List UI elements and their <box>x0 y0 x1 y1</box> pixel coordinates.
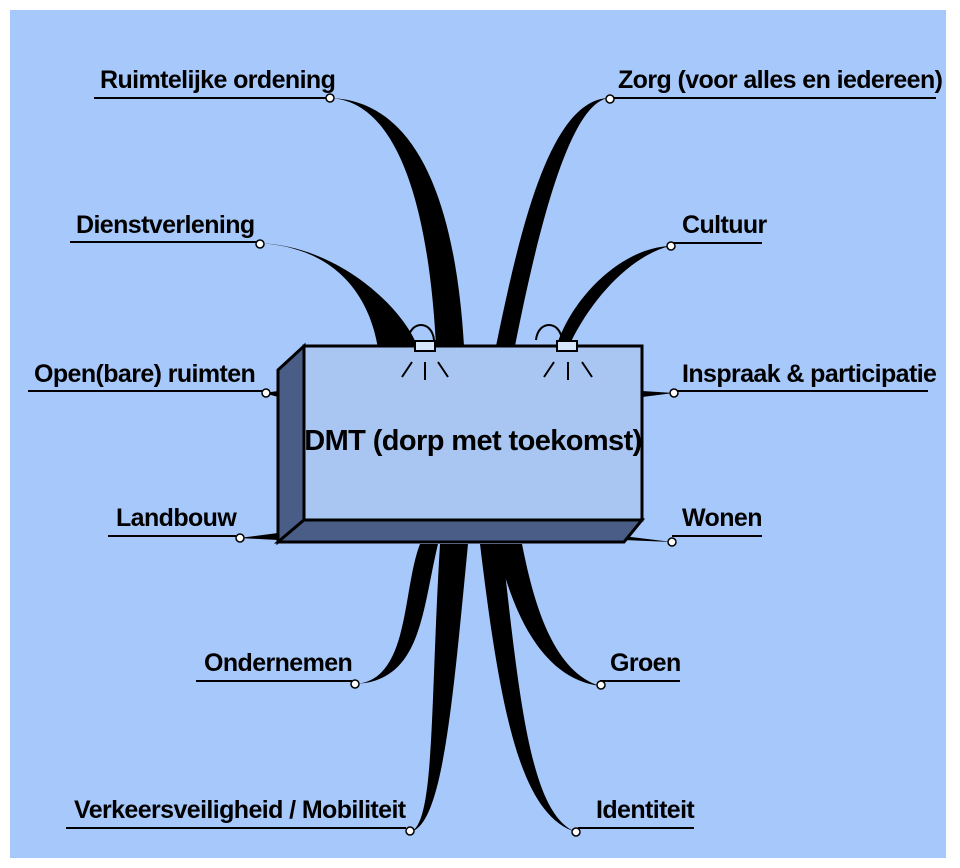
node-handle <box>596 680 606 690</box>
node-handle <box>669 388 679 398</box>
mind-map-diagram: DMT (dorp met toekomst) Ruimtelijke orde… <box>28 66 943 837</box>
node-handle <box>255 239 265 249</box>
branch-ruimtelijke-ordening[interactable]: Ruimtelijke ordening <box>94 66 336 103</box>
branch-ribbon-ondernemen <box>354 544 438 684</box>
branch-label-wonen: Wonen <box>682 504 762 532</box>
mind-map-canvas: DMT (dorp met toekomst) Ruimtelijke orde… <box>10 10 946 858</box>
central-node-label: DMT (dorp met toekomst) <box>304 425 641 457</box>
lamp-icon <box>535 324 593 380</box>
branch-label-dienstverlening: Dienstverlening <box>76 211 255 239</box>
node-handle <box>261 388 271 398</box>
node-handle <box>325 93 335 103</box>
box-front-face <box>302 344 644 522</box>
branch-groen[interactable]: Groen <box>596 649 681 690</box>
branch-ribbon-dienstverlening <box>259 243 418 348</box>
branch-ribbon-zorg <box>496 98 610 346</box>
branch-landbouw[interactable]: Landbouw <box>108 504 245 543</box>
branch-label-zorg: Zorg (voor alles en iedereen) <box>618 66 943 94</box>
node-handle <box>405 826 415 836</box>
branch-label-ondernemen: Ondernemen <box>204 649 352 677</box>
branch-connectors <box>239 98 674 832</box>
branch-ribbon-wonen <box>622 536 672 542</box>
branch-ondernemen[interactable]: Ondernemen <box>196 649 360 689</box>
branch-ribbon-verkeersveiligheid <box>410 544 468 832</box>
branch-inspraak[interactable]: Inspraak & participatie <box>669 360 938 398</box>
branch-label-ruimtelijke-ordening: Ruimtelijke ordening <box>100 66 335 94</box>
branch-ribbon-identiteit <box>480 544 576 832</box>
node-handle <box>350 679 360 689</box>
node-handle <box>235 533 245 543</box>
branch-ribbon-inspraak <box>642 391 674 397</box>
branch-ribbon-groen <box>496 544 600 686</box>
branch-label-landbouw: Landbouw <box>116 504 237 532</box>
central-node[interactable]: DMT (dorp met toekomst) <box>273 342 646 546</box>
branch-label-identiteit: Identiteit <box>596 796 695 824</box>
node-handle <box>605 94 615 104</box>
node-handle <box>666 241 676 251</box>
node-handle <box>667 537 677 547</box>
node-handle <box>571 827 581 837</box>
branch-ribbon-cultuur <box>556 246 670 348</box>
branch-wonen[interactable]: Wonen <box>667 504 762 547</box>
branch-zorg[interactable]: Zorg (voor alles en iedereen) <box>605 66 943 104</box>
branch-ribbon-landbouw <box>239 533 278 540</box>
branch-identiteit[interactable]: Identiteit <box>571 796 696 837</box>
branch-cultuur[interactable]: Cultuur <box>666 211 768 251</box>
box-bottom-face <box>273 518 646 544</box>
branch-label-groen: Groen <box>610 649 681 677</box>
branch-label-verkeersveiligheid: Verkeersveiligheid / Mobiliteit <box>74 796 407 824</box>
branch-label-inspraak: Inspraak & participatie <box>682 360 937 388</box>
branch-openbare-ruimten[interactable]: Open(bare) ruimten <box>28 360 271 398</box>
branch-verkeersveiligheid[interactable]: Verkeersveiligheid / Mobiliteit <box>66 796 415 836</box>
branch-dienstverlening[interactable]: Dienstverlening <box>70 211 265 249</box>
lamp-icon <box>401 324 449 380</box>
branch-label-openbare-ruimten: Open(bare) ruimten <box>34 360 255 388</box>
box-side-face <box>276 342 306 546</box>
branch-ribbon-ruimtelijke-ordening <box>327 98 464 346</box>
branch-label-cultuur: Cultuur <box>682 211 768 239</box>
